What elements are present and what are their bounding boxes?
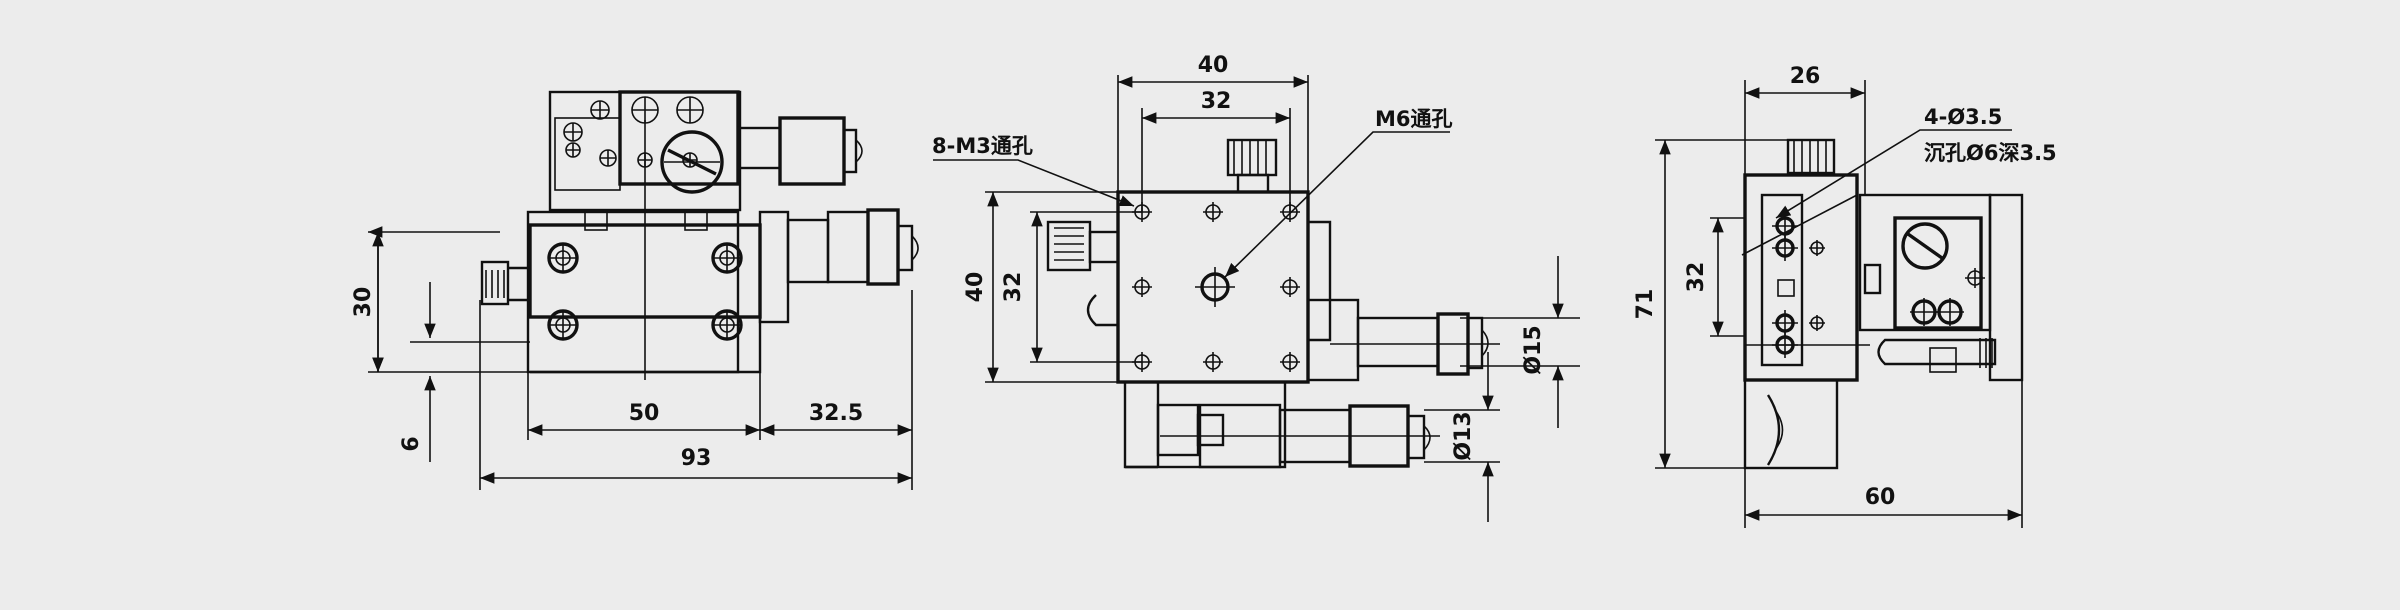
side-dim-hole-height: 32 <box>1684 262 1709 293</box>
top-dim-dia-small: Ø13 <box>1451 411 1476 460</box>
top-lower-micrometer <box>1156 403 1440 469</box>
side-right-plate <box>1988 193 2024 382</box>
front-micrometer <box>758 208 919 324</box>
top-dim-outer-width: 40 <box>1198 53 1229 78</box>
top-dim-outer-height: 40 <box>963 272 988 303</box>
side-lower-block <box>1743 378 1839 470</box>
side-lock-knob-icon <box>1901 222 1949 270</box>
side-dim-width: 26 <box>1790 64 1821 89</box>
side-lower-thumb <box>1877 338 1997 373</box>
side-view: 26 32 71 60 4-Ø3.5 沉孔Ø6深3.5 <box>1633 64 2057 528</box>
top-label-m3: 8-M3通孔 <box>932 134 1033 158</box>
front-view: 30 6 50 32.5 93 <box>351 90 919 490</box>
top-thumb-screw <box>1226 138 1278 194</box>
top-view: 40 32 40 32 Ø15 Ø13 8-M3通孔 M6通孔 <box>932 53 1580 522</box>
side-label-counterbore: 沉孔Ø6深3.5 <box>1924 141 2057 165</box>
top-left-clamp <box>1046 220 1120 327</box>
side-dim-total-width: 60 <box>1865 485 1896 510</box>
upper-micrometer <box>736 116 863 186</box>
upper-screw-group <box>563 96 704 168</box>
front-mount-screws <box>547 242 743 341</box>
front-dim-offset: 6 <box>399 436 424 451</box>
side-right-bracket <box>1858 193 1992 332</box>
front-dim-total: 93 <box>681 446 712 471</box>
side-dim-height: 71 <box>1633 289 1658 320</box>
front-clamp-knob <box>480 260 528 306</box>
top-right-micrometer <box>1306 298 1500 382</box>
side-thumb-screw <box>1786 138 1836 175</box>
front-dim-height: 30 <box>351 287 376 318</box>
top-dim-hole-height: 32 <box>1001 272 1026 303</box>
top-lower-block <box>1123 380 1287 469</box>
top-dim-hole-width: 32 <box>1201 89 1232 114</box>
top-dim-dia-large: Ø15 <box>1521 325 1546 374</box>
front-dim-center: 50 <box>629 401 660 426</box>
front-base <box>526 210 740 374</box>
front-dim-micrometer: 32.5 <box>809 401 863 426</box>
top-label-m6: M6通孔 <box>1375 107 1453 131</box>
side-label-hole-count: 4-Ø3.5 <box>1924 105 2002 129</box>
lock-knob-icon <box>660 130 724 194</box>
